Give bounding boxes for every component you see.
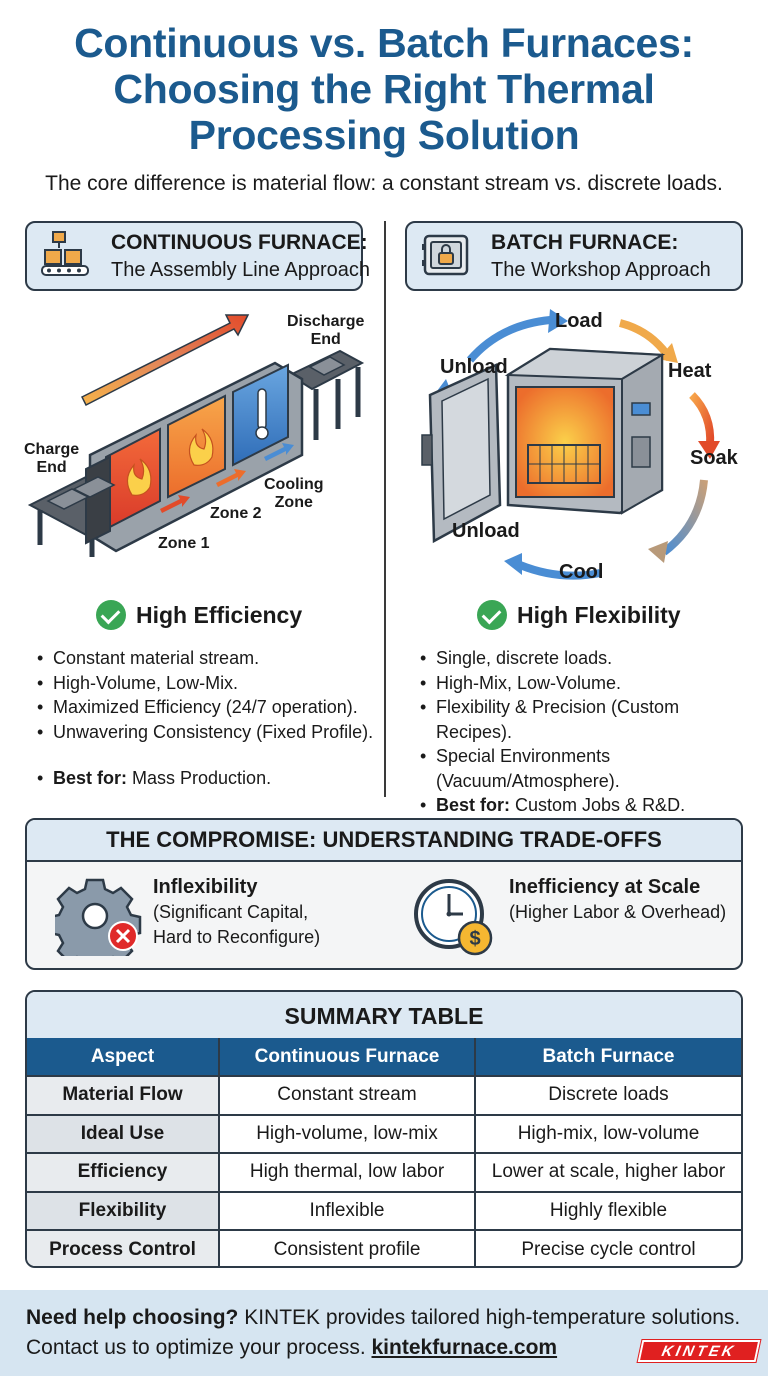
- best-for-value: Mass Production.: [127, 768, 272, 788]
- cycle-load-label: Load: [555, 310, 603, 332]
- table-cell: Precise cycle control: [475, 1229, 741, 1266]
- table-row: Process Control Consistent profile Preci…: [27, 1229, 741, 1266]
- tradeoffs-panel: THE COMPROMISE: UNDERSTANDING TRADE-OFFS…: [25, 818, 743, 970]
- table-cell: Inflexible: [219, 1190, 476, 1230]
- table-cell: Efficiency: [27, 1152, 220, 1192]
- inefficiency-title: Inefficiency at Scale: [509, 876, 701, 898]
- title-line-2: Choosing the Right Thermal: [113, 66, 655, 112]
- cooling-zone-label: Cooling Zone: [264, 476, 324, 511]
- continuous-heading: CONTINUOUS FURNACE:: [111, 230, 368, 254]
- continuous-furnace-illustration: [27, 314, 365, 557]
- table-cell: Material Flow: [27, 1075, 220, 1115]
- table-cell: Lower at scale, higher labor: [475, 1152, 741, 1192]
- footer-bold-text: Need help choosing?: [26, 1306, 239, 1329]
- table-row: Material Flow Constant stream Discrete l…: [27, 1075, 741, 1115]
- footer-text: Contact us to optimize your process.: [26, 1336, 372, 1359]
- list-item: High-Mix, Low-Volume.: [420, 671, 760, 696]
- svg-text:$: $: [469, 928, 480, 950]
- title-line-1: Continuous vs. Batch Furnaces:: [74, 20, 694, 66]
- cycle-soak-label: Soak: [690, 447, 738, 469]
- table-row: Flexibility Inflexible Highly flexible: [27, 1190, 741, 1230]
- batch-header: BATCH FURNACE: The Workshop Approach: [405, 221, 743, 291]
- table-row: Efficiency High thermal, low labor Lower…: [27, 1152, 741, 1192]
- table-row: Ideal Use High-volume, low-mix High-mix,…: [27, 1113, 741, 1153]
- list-item: Flexibility & Precision (Custom Recipes)…: [420, 695, 760, 744]
- high-flexibility-badge: High Flexibility: [477, 600, 681, 630]
- cycle-unload-bottom-label: Unload: [452, 520, 520, 542]
- zone-1-label: Zone 1: [158, 535, 210, 552]
- table-cell: Discrete loads: [475, 1075, 741, 1115]
- cycle-unload-top-label: Unload: [440, 356, 508, 378]
- footer-line-2: Contact us to optimize your process. kin…: [26, 1336, 557, 1360]
- column-header: Aspect: [27, 1038, 220, 1076]
- website-link[interactable]: kintekfurnace.com: [371, 1336, 558, 1359]
- list-item: Maximized Efficiency (24/7 operation).: [37, 695, 377, 720]
- batch-subheading: The Workshop Approach: [491, 258, 711, 281]
- kintek-logo: KINTEK: [636, 1339, 762, 1363]
- clock-with-dollar-icon: $: [414, 879, 493, 956]
- footer-text: KINTEK provides tailored high-temperatur…: [238, 1306, 741, 1329]
- list-item: Unwavering Consistency (Fixed Profile).: [37, 720, 377, 745]
- table-cell: High thermal, low labor: [219, 1152, 476, 1192]
- check-icon: [96, 600, 126, 630]
- zone-2-label: Zone 2: [210, 505, 262, 522]
- inflexibility-title: Inflexibility: [153, 876, 258, 898]
- best-for-value: Custom Jobs & R&D.: [510, 795, 686, 815]
- cycle-cool-label: Cool: [559, 561, 604, 583]
- page-title: Continuous vs. Batch Furnaces: Choosing …: [0, 20, 768, 158]
- title-line-3: Processing Solution: [188, 112, 580, 158]
- conveyor-boxes-icon: [41, 231, 89, 276]
- column-header: Batch Furnace: [475, 1038, 741, 1076]
- tradeoffs-heading: THE COMPROMISE: UNDERSTANDING TRADE-OFFS: [27, 820, 741, 862]
- table-cell: Process Control: [27, 1229, 220, 1266]
- best-for-item: Best for: Mass Production.: [37, 766, 377, 791]
- inefficiency-item: $ Inefficiency at Scale (Higher Labor & …: [411, 876, 726, 958]
- continuous-header: CONTINUOUS FURNACE: The Assembly Line Ap…: [25, 221, 370, 291]
- best-for-item: Best for: Custom Jobs & R&D.: [420, 793, 760, 818]
- table-cell: Consistent profile: [219, 1229, 476, 1266]
- best-for-label: Best for:: [436, 795, 511, 815]
- inflexibility-detail-1: (Significant Capital,: [153, 902, 309, 922]
- summary-heading: SUMMARY TABLE: [27, 992, 741, 1038]
- cycle-heat-label: Heat: [668, 360, 712, 382]
- table-cell: Flexibility: [27, 1190, 220, 1230]
- inflexibility-item: Inflexibility (Significant Capital, Hard…: [55, 876, 320, 956]
- discharge-end-label: Discharge End: [287, 313, 365, 348]
- batch-heading: BATCH FURNACE:: [491, 230, 679, 254]
- badge-label: High Efficiency: [136, 601, 303, 628]
- table-cell: High-volume, low-mix: [219, 1113, 476, 1153]
- badge-label: High Flexibility: [517, 601, 681, 628]
- locked-safe-icon: [422, 234, 469, 276]
- gear-with-x-icon: [55, 878, 142, 956]
- continuous-subheading: The Assembly Line Approach: [111, 258, 371, 281]
- inflexibility-detail-2: Hard to Reconfigure): [153, 927, 321, 947]
- high-efficiency-badge: High Efficiency: [96, 600, 302, 630]
- summary-table: Aspect Continuous Furnace Batch Furnace …: [27, 1038, 741, 1266]
- table-cell: Highly flexible: [475, 1190, 741, 1230]
- column-divider: [384, 221, 386, 797]
- list-item: Constant material stream.: [37, 646, 377, 671]
- column-header: Continuous Furnace: [219, 1038, 476, 1076]
- table-cell: Ideal Use: [27, 1113, 220, 1153]
- list-item: High-Volume, Low-Mix.: [37, 671, 377, 696]
- best-for-label: Best for:: [53, 768, 128, 788]
- batch-furnace-illustration: [421, 309, 720, 580]
- table-header-row: Aspect Continuous Furnace Batch Furnace: [27, 1038, 741, 1076]
- charge-end-label: Charge End: [24, 441, 80, 476]
- footer-line-1: Need help choosing? KINTEK provides tail…: [26, 1306, 740, 1330]
- inefficiency-detail: (Higher Labor & Overhead): [509, 902, 727, 922]
- check-icon: [477, 600, 507, 630]
- table-cell: Constant stream: [219, 1075, 476, 1115]
- table-cell: High-mix, low-volume: [475, 1113, 741, 1153]
- list-item: Special Environments (Vacuum/Atmosphere)…: [420, 744, 670, 793]
- continuous-bullet-list: Constant material stream. High-Volume, L…: [37, 646, 377, 791]
- list-item: Single, discrete loads.: [420, 646, 760, 671]
- batch-bullet-list: Single, discrete loads. High-Mix, Low-Vo…: [420, 646, 760, 818]
- summary-table-panel: SUMMARY TABLE Aspect Continuous Furnace …: [25, 990, 743, 1268]
- footer-banner: Need help choosing? KINTEK provides tail…: [0, 1290, 768, 1376]
- page-subtitle: The core difference is material flow: a …: [45, 172, 723, 195]
